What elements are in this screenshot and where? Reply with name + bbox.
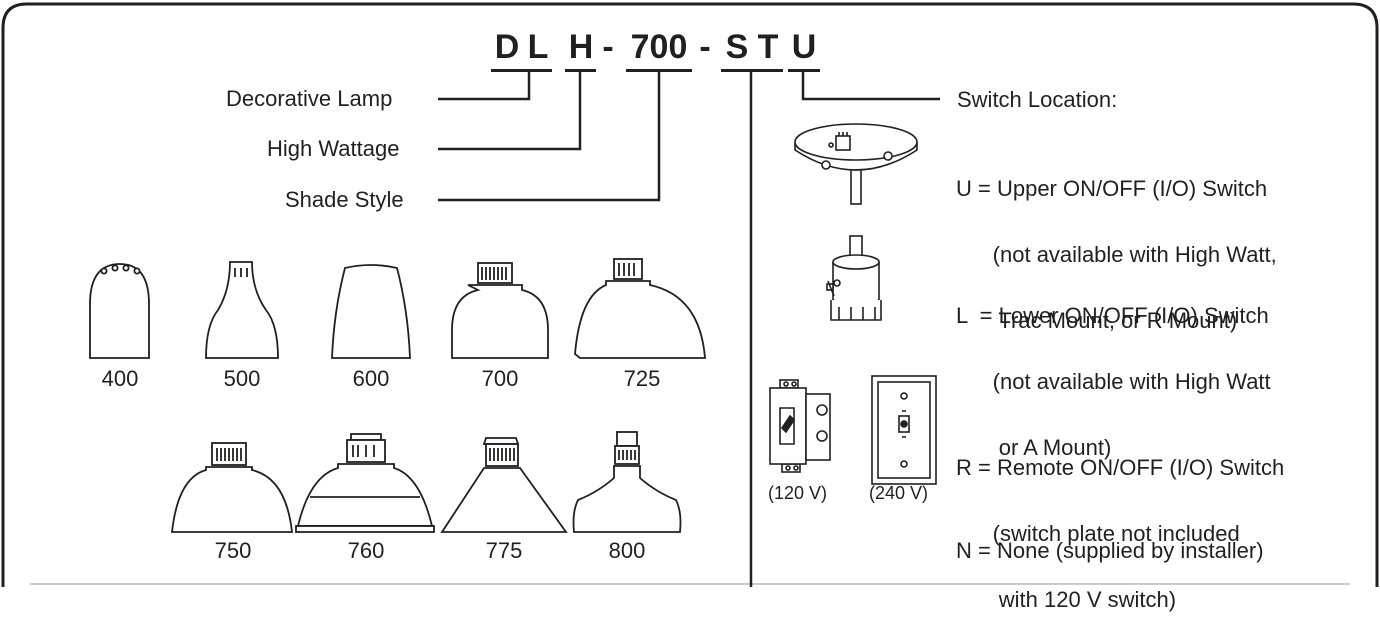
toggle-switch-120v-icon — [769, 379, 831, 473]
code-letter-u: U — [791, 28, 817, 66]
shade-label-500: 500 — [223, 366, 261, 391]
code-letter-h: H — [568, 28, 594, 66]
lower-switch-socket-icon — [826, 235, 882, 321]
shade-label-600: 600 — [352, 366, 390, 391]
voltage-label-120v: (120 V) — [768, 483, 828, 503]
shade-500-icon — [205, 261, 279, 359]
callout-shade-style: Shade Style — [285, 187, 404, 212]
underline-dl — [491, 69, 552, 72]
shade-label-775: 775 — [485, 538, 523, 563]
shade-725-icon — [574, 258, 706, 359]
switch-option-lower: L = Lower ON/OFF (I/O) Switch (not avail… — [956, 303, 1271, 460]
underline-st — [721, 69, 783, 72]
callout-decorative-lamp: Decorative Lamp — [226, 86, 393, 111]
switch-option-remote: R = Remote ON/OFF (I/O) Switch (switch p… — [956, 455, 1285, 612]
shade-400-icon — [89, 263, 150, 359]
shade-label-760: 760 — [347, 538, 385, 563]
switch-option-none: N = None (supplied by installer) — [956, 538, 1264, 563]
code-letter-t: T — [757, 28, 779, 66]
code-dash-1: - — [602, 28, 614, 66]
switch-option-upper: U = Upper ON/OFF (I/O) Switch (not avail… — [956, 176, 1277, 333]
shade-750-icon — [170, 442, 294, 533]
underline-h — [565, 69, 596, 72]
code-letter-d: D — [494, 28, 520, 66]
shade-label-800: 800 — [608, 538, 646, 563]
underline-u — [788, 69, 820, 72]
shade-label-400: 400 — [101, 366, 139, 391]
shade-600-icon — [331, 264, 411, 359]
callout-high-wattage: High Wattage — [267, 136, 400, 161]
shade-label-700: 700 — [481, 366, 519, 391]
upper-switch-canopy-icon — [794, 123, 918, 205]
code-letter-s: S — [725, 28, 749, 66]
code-dash-2: - — [699, 28, 711, 66]
shade-800-icon — [572, 431, 682, 533]
underline-700 — [626, 69, 692, 72]
shade-700-icon — [451, 262, 549, 359]
shade-label-725: 725 — [623, 366, 661, 391]
code-letter-l: L — [527, 28, 549, 66]
shade-775-icon — [440, 437, 568, 533]
code-shade: 700 — [630, 28, 688, 66]
shade-label-750: 750 — [214, 538, 252, 563]
shade-760-icon — [295, 433, 435, 533]
voltage-label-240v: (240 V) — [869, 483, 929, 503]
callout-switch-location: Switch Location: — [957, 87, 1118, 112]
wall-plate-240v-icon — [871, 375, 937, 485]
diagram-frame — [1, 2, 1379, 587]
